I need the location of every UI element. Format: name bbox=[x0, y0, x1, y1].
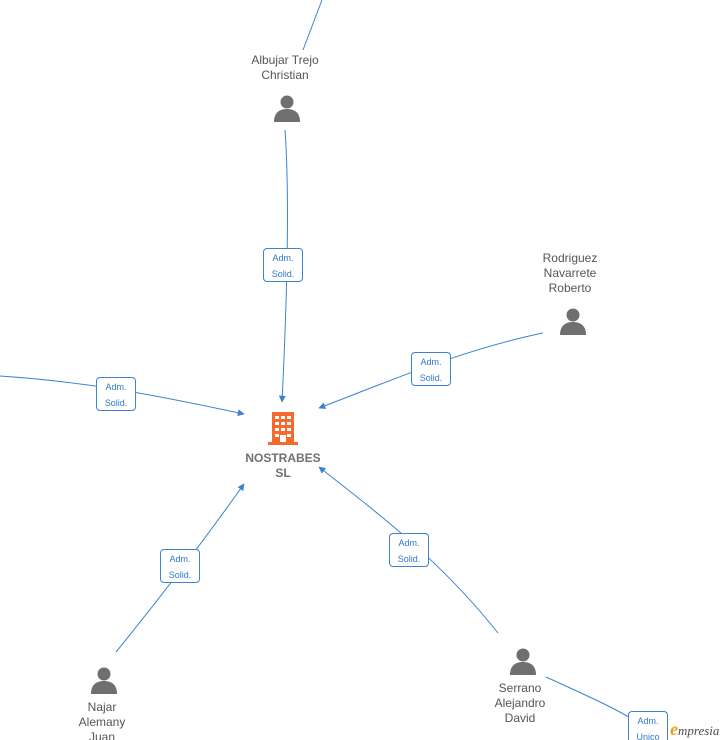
person-name-serrano[interactable]: Serrano Alejandro David bbox=[494, 681, 546, 725]
person-icon[interactable] bbox=[558, 306, 588, 336]
person-name-albujar[interactable]: Albujar Trejo Christian bbox=[251, 53, 319, 82]
relation-badge-najar[interactable]: Adm. Solid. bbox=[160, 549, 200, 583]
person-name-rodriguez[interactable]: Rodriguez Navarrete Roberto bbox=[542, 251, 598, 295]
relation-badge-serrano[interactable]: Adm. Solid. bbox=[389, 533, 429, 567]
empresia-watermark-logo: empresia bbox=[670, 719, 720, 739]
person-icon[interactable] bbox=[508, 646, 538, 676]
relation-badge-serrano-unico[interactable]: Adm. Unico bbox=[628, 711, 668, 740]
company-name[interactable]: NOSTRABES SL bbox=[245, 451, 321, 480]
person-icon[interactable] bbox=[272, 93, 302, 123]
person-icon[interactable] bbox=[89, 665, 119, 695]
building-icon[interactable] bbox=[266, 410, 300, 446]
relation-badge-left[interactable]: Adm. Solid. bbox=[96, 377, 136, 411]
person-name-najar[interactable]: Najar Alemany Juan bbox=[78, 700, 126, 740]
relation-badge-rodriguez[interactable]: Adm. Solid. bbox=[411, 352, 451, 386]
relation-badge-albujar[interactable]: Adm. Solid. bbox=[263, 248, 303, 282]
edge-offscreen-top bbox=[302, 0, 323, 51]
